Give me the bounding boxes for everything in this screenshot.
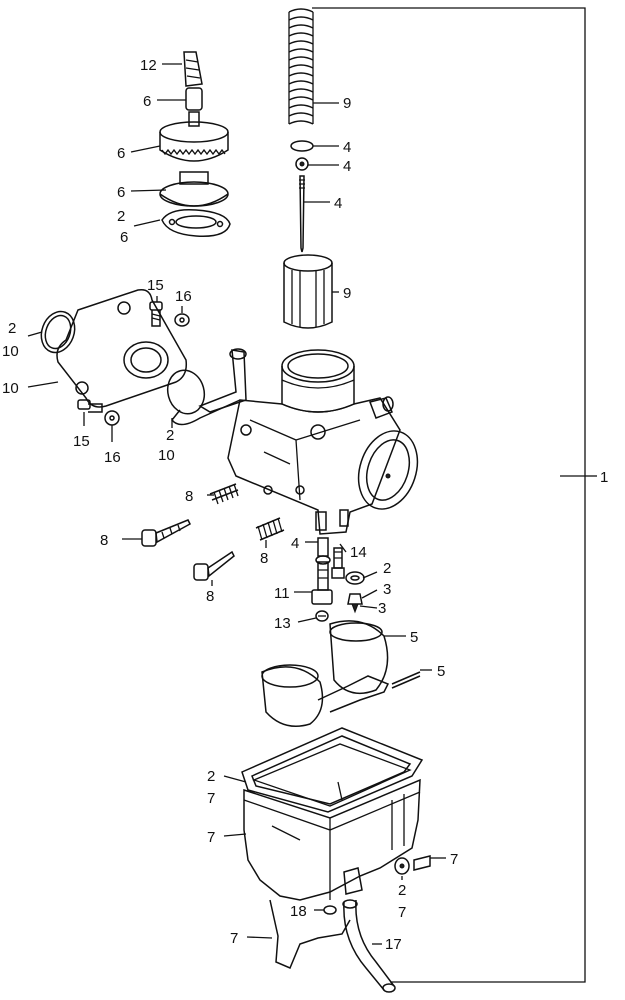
part-float-valve	[345, 571, 365, 614]
callout-15-a: 15	[147, 277, 164, 294]
callout-6-a: 6	[143, 93, 151, 110]
callout-5-a: 5	[410, 629, 418, 646]
callout-4-d: 4	[291, 535, 299, 552]
callout-2-a: 2	[117, 208, 125, 225]
callout-10-c: 10	[158, 447, 175, 464]
part-drain-tube	[342, 899, 396, 993]
callout-2-e: 2	[207, 768, 215, 785]
callout-2-c: 2	[166, 427, 174, 444]
callout-3-a: 3	[383, 581, 391, 598]
callout-2-d: 2	[383, 560, 391, 577]
part-bolts-washers	[77, 301, 190, 426]
callout-4-a: 4	[343, 139, 351, 156]
callout-labels: 12 6 6 6 2 6 9 4 4 4 9 15 16 2 10 10 15 …	[2, 57, 608, 953]
part-drain-screw	[394, 855, 431, 875]
callout-7-e: 7	[230, 930, 238, 947]
part-throttle-valve	[283, 254, 333, 329]
callout-11: 11	[274, 585, 290, 602]
part-float-chamber	[243, 743, 421, 901]
part-chamber-top	[159, 111, 229, 162]
callout-3-b: 3	[378, 600, 386, 617]
callout-7-c: 7	[450, 851, 458, 868]
part-valve-spring	[288, 8, 314, 125]
part-adjusting-screws	[141, 483, 285, 581]
callout-4-b: 4	[343, 158, 351, 175]
callout-4-c: 4	[334, 195, 342, 212]
callout-16-a: 16	[175, 288, 192, 305]
callout-15-b: 15	[73, 433, 90, 450]
part-float	[261, 620, 421, 727]
callout-8-d: 8	[206, 588, 214, 605]
leader-lines	[27, 7, 597, 983]
part-carburetor-body	[198, 348, 419, 535]
callout-14: 14	[350, 544, 367, 561]
callout-6-d: 6	[120, 229, 128, 246]
callout-18: 18	[290, 903, 307, 920]
callout-5-b: 5	[437, 663, 445, 680]
part-cable-adjuster	[183, 51, 203, 111]
callout-6-b: 6	[117, 145, 125, 162]
part-cap	[159, 171, 229, 207]
callout-12: 12	[140, 57, 157, 74]
callout-16-b: 16	[104, 449, 121, 466]
part-wire-clip	[269, 899, 351, 969]
callout-2-b: 2	[8, 320, 16, 337]
callout-8-b: 8	[100, 532, 108, 549]
callout-7-b: 7	[207, 829, 215, 846]
part-jets	[311, 537, 345, 622]
part-top-gasket	[161, 208, 231, 237]
callout-9-b: 9	[343, 285, 351, 302]
part-intake-o-ring	[40, 310, 76, 354]
callout-9-a: 9	[343, 95, 351, 112]
callout-8-a: 8	[185, 488, 193, 505]
part-clip	[323, 905, 337, 915]
callout-17: 17	[385, 936, 402, 953]
callout-10-a: 10	[2, 343, 19, 360]
callout-10-b: 10	[2, 380, 19, 397]
part-float-gasket	[241, 727, 424, 813]
callout-6-c: 6	[117, 184, 125, 201]
callout-7-a: 7	[207, 790, 215, 807]
callout-13: 13	[274, 615, 291, 632]
callout-1: 1	[600, 469, 608, 486]
part-insulator	[56, 288, 188, 408]
callout-2-f: 2	[398, 882, 406, 899]
callout-7-d: 7	[398, 904, 406, 921]
part-jet-needle	[290, 140, 314, 253]
callout-8-c: 8	[260, 550, 268, 567]
